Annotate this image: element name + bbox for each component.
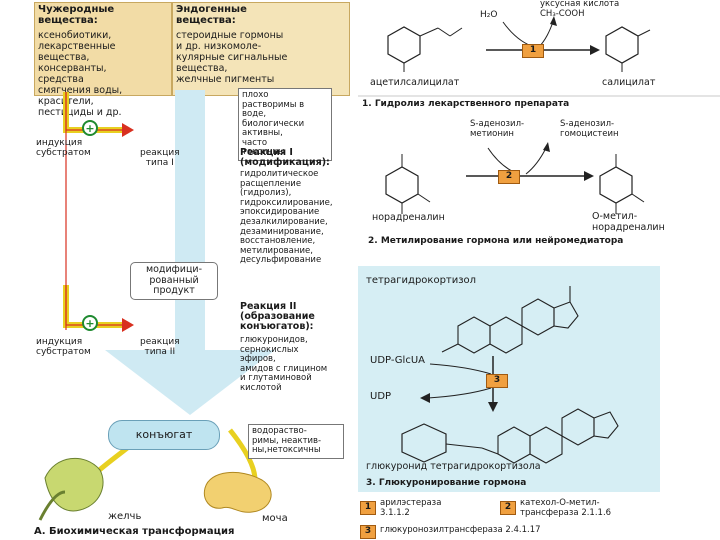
reaction-2-title: Реакция II (образование конъюгатов): (240, 301, 315, 332)
acetic-acid-label: уксусная кислота CH₃-COOH (540, 0, 620, 19)
legend-text-3: глюкуронозилтрансфераза 2.4.1.17 (380, 525, 541, 535)
main-flow-arrow (105, 90, 275, 415)
enzyme-badge-3: 3 (486, 374, 508, 388)
legend-badge-3: 3 (360, 525, 376, 539)
liver-icon (44, 457, 104, 512)
legend-text-2: катехол-О-метил- трансфераза 2.1.1.6 (520, 498, 612, 518)
induction-label-2: индукция субстратом (36, 337, 91, 357)
note-toxic: плохо растворимы в воде, биологически ак… (238, 88, 332, 161)
steroid-top (441, 286, 579, 354)
endogenous-title: Эндогенные вещества: (176, 4, 247, 26)
urine-label: моча (262, 513, 288, 524)
noradrenaline-label: норадреналин (372, 212, 445, 223)
bile-label: желчь (108, 511, 142, 522)
reaction-1-list: гидролитическое расщепление (гидролиз), … (240, 169, 333, 266)
panel-2-caption: 2. Метилирование гормона или нейромедиат… (368, 236, 624, 246)
methyl-noradrenaline-ring (599, 166, 633, 204)
flow-arrows: + + (38, 90, 275, 521)
endogenous-box (172, 2, 350, 96)
steroid-bottom (481, 408, 619, 464)
endogenous-list: стероидные гормоны и др. низкомоле- куля… (176, 30, 288, 85)
enzyme-badge-1: 1 (522, 44, 544, 58)
plus-icon-1 (82, 120, 98, 136)
noradrenaline-ring (385, 166, 419, 204)
kidney-icon (203, 471, 272, 513)
acetylsalicylate-label: ацетилсалицилат (370, 77, 460, 88)
svg-text:+: + (85, 122, 94, 135)
sam-label: S-аденозил- метионин (470, 119, 525, 139)
left-caption: А. Биохимическая трансформация (34, 526, 235, 537)
plus-icon-2 (82, 315, 98, 331)
legend-text-1: арилэстераза 3.1.1.2 (380, 498, 442, 518)
udp-glcua-label: UDP-GlcUA (370, 355, 425, 366)
panel-1-drawing (358, 16, 720, 97)
enzyme-badge-2: 2 (498, 170, 520, 184)
modified-product: модифици- рованный продукт (130, 262, 218, 300)
water-label: H₂O (480, 10, 498, 20)
panel-1-caption: 1. Гидролиз лекарственного препарата (362, 99, 570, 109)
conjugate-box: конъюгат (108, 420, 220, 450)
note-soluble: водораство- римы, неактив- ны,нетоксичны (248, 424, 344, 459)
glucuronide-ring (401, 423, 447, 463)
legend-badge-2: 2 (500, 501, 516, 515)
tetrahydrocortisol-label: тетрагидрокортизол (366, 275, 477, 286)
reaction-2-list: глюкуронидов, сернокислых эфиров, амидов… (240, 335, 328, 393)
panel-3-drawing (401, 286, 619, 464)
sah-label: S-аденозил- гомоцистеин (560, 119, 619, 139)
reaction-1-title: Реакция I (модификация): (240, 147, 330, 168)
udp-label: UDP (370, 391, 392, 402)
aspirin-ring (387, 26, 421, 64)
salicylate-label: салицилат (602, 77, 656, 88)
xenobiotics-title: Чужеродные вещества: (38, 4, 115, 26)
salicylate-ring (605, 26, 639, 64)
legend-badge-1: 1 (360, 501, 376, 515)
reaction-type-2: реакция типа II (140, 337, 180, 357)
svg-text:+: + (85, 317, 94, 330)
glucuronide-label: глюкуронид тетрагидрокортизола (366, 461, 541, 472)
induction-label-1: индукция субстратом (36, 138, 91, 158)
panel-3-caption: 3. Глюкуронирование гормона (366, 478, 527, 488)
reaction-type-1: реакция типа I (140, 148, 180, 168)
xenobiotics-box (34, 2, 172, 96)
methyl-noradrenaline-label: О-метил- норадреналин (592, 211, 665, 233)
